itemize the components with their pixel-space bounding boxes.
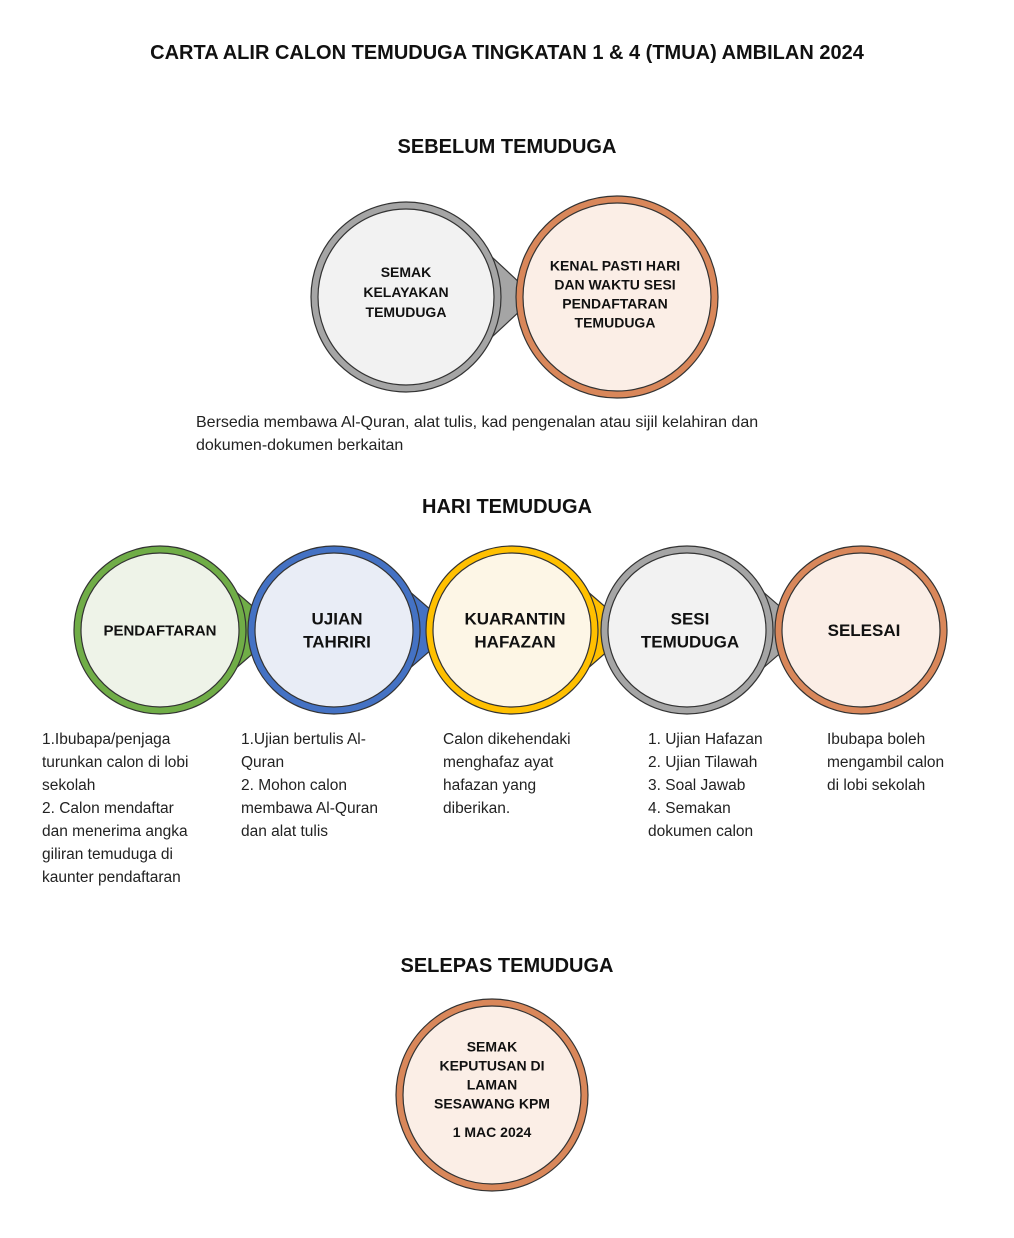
step-sesi-temuduga-label: SESI [671,609,710,628]
step-kenal-pasti-label: PENDAFTARAN [562,295,668,311]
step-kuarantin-hafazan-circle [432,552,592,708]
step-selesai-circle [781,552,941,708]
step-desc-selesai: Ibubapa boleh mengambil calon di lobi se… [827,731,945,794]
step-kenal-pasti-label: DAN WAKTU SESI [554,276,675,292]
step-desc-ujian-tahriri: 1.Ujian bertulis Al- Quran 2. Mohon calo… [241,731,378,840]
step-kuarantin-hafazan-label: KUARANTIN [464,609,565,628]
sebelum-note: Bersedia membawa Al-Quran, alat tulis, k… [196,414,759,454]
step-pendaftaran-label: PENDAFTARAN [103,622,216,639]
step-ujian-tahriri-circle [254,552,414,708]
step-semak-kelayakan-circle [317,208,495,386]
step-kenal-pasti-circle [522,202,712,392]
step-semak-keputusan-label: LAMAN [467,1076,518,1092]
step-semak-kelayakan-label: KELAYAKAN [363,284,448,300]
step-semak-keputusan-circle [402,1005,582,1185]
section-heading-selepas: SELEPAS TEMUDUGA [400,955,614,977]
step-semak-keputusan-label: SEMAK [467,1038,518,1054]
step-semak-kelayakan-label: SEMAK [381,264,432,280]
page-title: CARTA ALIR CALON TEMUDUGA TINGKATAN 1 & … [150,42,864,64]
step-kenal-pasti-label: TEMUDUGA [575,314,656,330]
step-kuarantin-hafazan-label: HAFAZAN [474,632,555,651]
step-pendaftaran-circle [80,552,240,708]
step-desc-sesi-temuduga: 1. Ujian Hafazan 2. Ujian Tilawah 3. Soa… [648,731,763,840]
step-desc-pendaftaran: 1.Ibubapa/penjaga turunkan calon di lobi… [42,731,189,886]
step-selesai-label: SELESAI [828,621,901,640]
step-semak-keputusan-label: KEPUTUSAN DI [439,1057,544,1073]
step-semak-kelayakan-label: TEMUDUGA [366,304,447,320]
step-ujian-tahriri-label: UJIAN [311,609,362,628]
step-desc-kuarantin-hafazan: Calon dikehendaki menghafaz ayat hafazan… [443,731,571,817]
section-heading-hari: HARI TEMUDUGA [422,496,592,518]
section-heading-sebelum: SEBELUM TEMUDUGA [397,136,617,158]
result-date: 1 MAC 2024 [453,1124,532,1140]
step-sesi-temuduga-circle [607,552,767,708]
step-ujian-tahriri-label: TAHRIRI [303,632,371,651]
step-kenal-pasti-label: KENAL PASTI HARI [550,257,680,273]
step-sesi-temuduga-label: TEMUDUGA [641,632,739,651]
step-semak-keputusan-label: SESAWANG KPM [434,1095,550,1111]
